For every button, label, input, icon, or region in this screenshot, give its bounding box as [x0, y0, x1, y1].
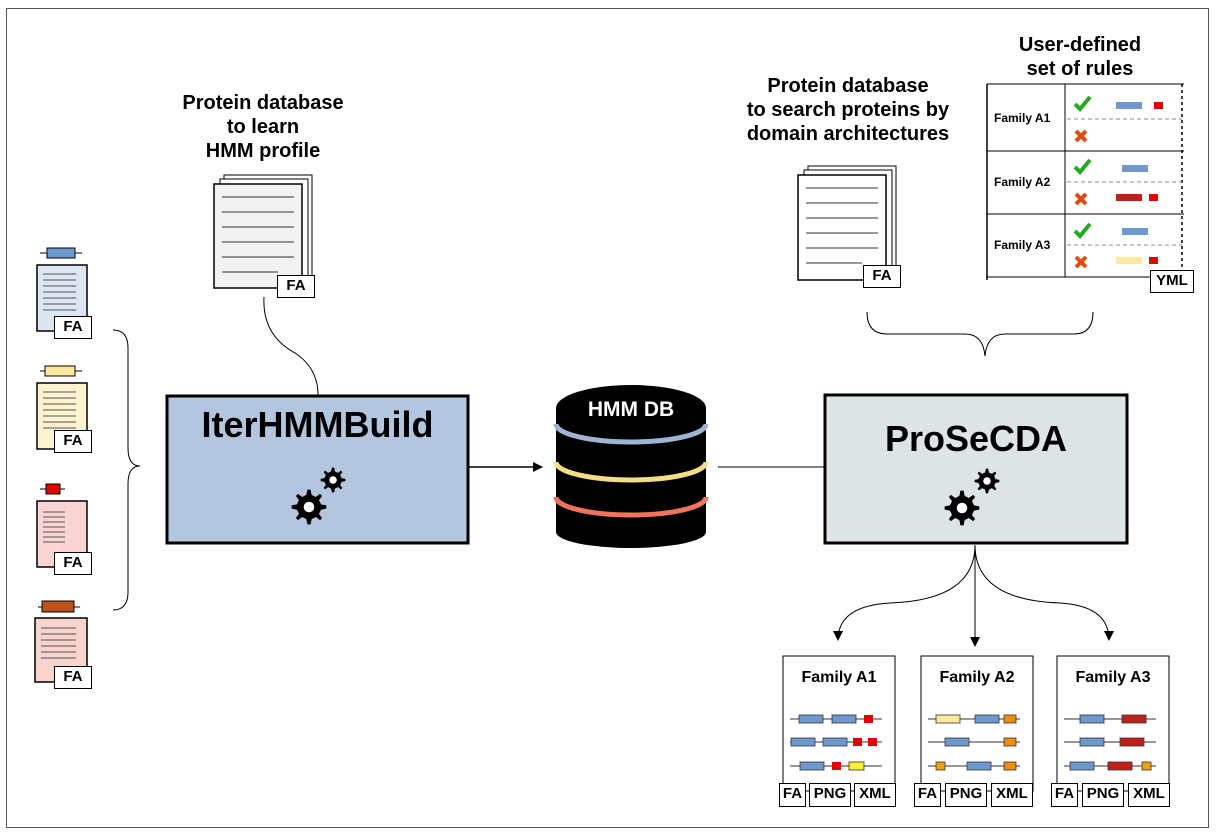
output-1-xml-tag: XML: [854, 783, 896, 807]
output-2-title: Family A2: [939, 669, 1015, 686]
rules-title-line1: User-defined: [1018, 34, 1142, 56]
output-2-png-tag: PNG: [945, 783, 987, 807]
learn-db-title-line3: HMM profile: [205, 140, 321, 162]
input-file-1-tag: FA: [54, 316, 92, 339]
input-file-4-tag: FA: [54, 666, 92, 689]
search-db-document: [797, 165, 897, 281]
rule-family-2: Family A2: [994, 175, 1051, 189]
output-1-title: Family A1: [801, 669, 877, 686]
hmm-db-label: HMM DB: [587, 398, 675, 421]
output-panel-3: [1056, 655, 1170, 792]
input-file-2-tag: FA: [54, 430, 92, 453]
rules-title: User-defined set of rules: [990, 33, 1170, 81]
input-file-2: [36, 365, 88, 450]
learn-db-title: Protein database to learn HMM profile: [163, 91, 363, 163]
input-file-1: [36, 247, 88, 332]
search-db-title-line3: domain architectures: [746, 123, 950, 145]
prosecda-box: [823, 393, 1129, 545]
learn-db-title-line2: to learn: [226, 116, 300, 138]
rule-family-3: Family A3: [994, 238, 1051, 252]
input-file-3-tag: FA: [54, 552, 92, 575]
iterhmmbuild-box: [165, 394, 470, 545]
search-db-title-line1: Protein database: [767, 75, 929, 97]
output-3-xml-tag: XML: [1128, 783, 1170, 807]
learn-db-format-tag: FA: [277, 275, 315, 298]
rules-card: [983, 83, 1184, 280]
rules-format-tag: YML: [1150, 270, 1194, 293]
output-2-xml-tag: XML: [991, 783, 1033, 807]
rules-title-line2: set of rules: [1026, 58, 1134, 80]
prosecda-label: ProSeCDA: [884, 418, 1068, 459]
output-1-png-tag: PNG: [809, 783, 851, 807]
learn-db-document: [213, 174, 313, 289]
left-brace: [112, 329, 141, 611]
search-db-title-line2: to search proteins by: [746, 99, 950, 121]
output-panel-1: [782, 655, 896, 792]
search-db-format-tag: FA: [863, 265, 901, 288]
output-panel-2: [920, 655, 1034, 792]
output-2-fa-tag: FA: [914, 783, 941, 807]
output-3-title: Family A3: [1075, 669, 1151, 686]
iterhmmbuild-label: IterHMMBuild: [201, 404, 434, 445]
output-3-png-tag: PNG: [1082, 783, 1124, 807]
output-1-fa-tag: FA: [779, 783, 806, 807]
output-3-fa-tag: FA: [1051, 783, 1078, 807]
diagram-frame: [6, 8, 1209, 828]
right-brace: [866, 311, 1094, 357]
hmm-db-cylinder: [553, 385, 709, 548]
rule-family-1: Family A1: [994, 111, 1051, 125]
learn-db-title-line1: Protein database: [182, 92, 344, 114]
search-db-title: Protein database to search proteins by d…: [718, 74, 978, 146]
